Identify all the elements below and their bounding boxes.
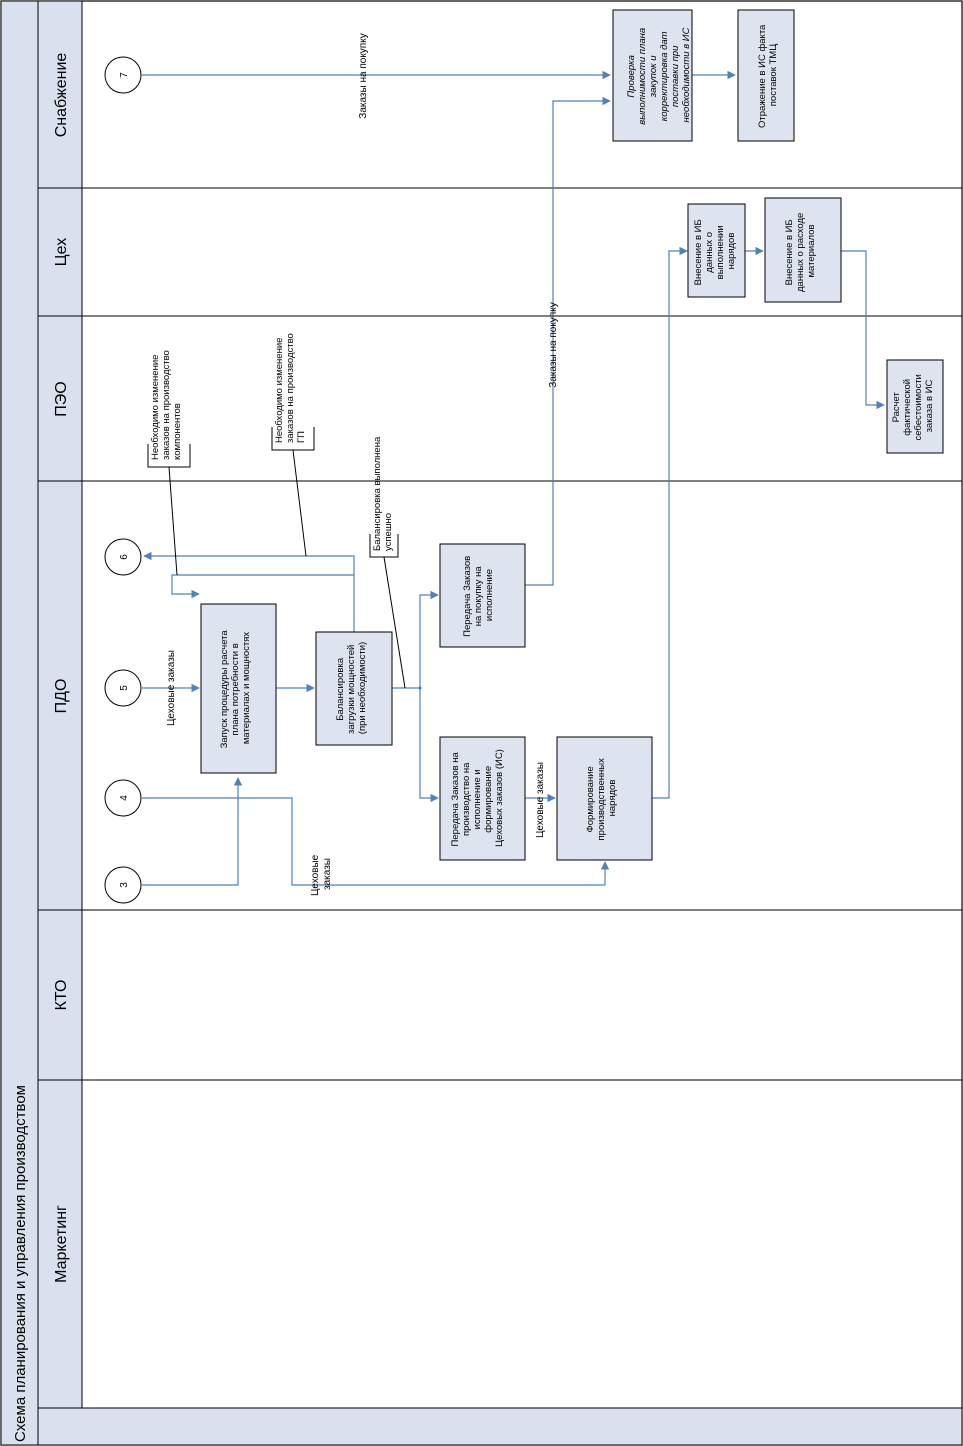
svg-text:Необходимо изменение заказ: Необходимо изменение заказов на производ… — [274, 331, 307, 443]
svg-text:Внесение в ИБ данных о р: Внесение в ИБ данных о расходе материало… — [784, 210, 817, 292]
connector-6-label: 6 — [119, 554, 130, 560]
connector-7-label: 7 — [119, 72, 130, 78]
process-production-transfer-line: формирование — [483, 766, 494, 833]
process-actual-cost-line: фактической — [902, 379, 913, 436]
process-check-plan-line: корректировка дат — [659, 31, 670, 121]
svg-text:Балансировка выполнена усп: Балансировка выполнена успешно — [372, 434, 394, 551]
process-material-use-line: данных о расходе — [795, 213, 806, 292]
lane-header-column — [37, 0, 83, 1409]
process-production-transfer-line: исполнение и — [472, 769, 483, 829]
edge-label-workshop-orders-mid: Цеховые заказы — [535, 762, 546, 838]
process-actual-cost-line: Расчет — [891, 392, 902, 423]
svg-text:Проверка выполнимости пл: Проверка выполнимости плана закупок и ко… — [626, 25, 692, 125]
process-work-orders-line: нарядов — [607, 780, 618, 817]
svg-text:Цеховые заказы: Цеховые заказы — [310, 852, 333, 896]
connector-3-label: 3 — [119, 882, 130, 888]
svg-text:Необходимо изменение заказ: Необходимо изменение заказов на производ… — [150, 348, 183, 460]
process-check-plan: Проверка выполнимости плана закупок и ко… — [612, 9, 693, 142]
svg-text:Передача Заказов на прои: Передача Заказов на производство на испо… — [450, 749, 505, 847]
lane-label-kto: КТО — [53, 980, 70, 1011]
process-supply-fact: Отражение в ИС факта поставок ТМЦ — [737, 9, 795, 142]
lane-label-marketing: Маркетинг — [53, 1205, 70, 1283]
svg-text:Формирование производств: Формирование производственных нарядов — [585, 756, 618, 841]
process-work-orders-line: Формирование — [585, 766, 596, 832]
annotation-gp-line: Необходимо изменение — [274, 338, 285, 443]
lane-label-supply: Снабжение — [53, 53, 70, 138]
annotation-components-line: компонентов — [172, 403, 183, 460]
process-calc-procedure-line: плана потребности в — [230, 643, 241, 735]
process-actual-cost: Расчет фактической себестоимости заказа … — [886, 359, 944, 454]
process-supply-fact-line: Отражение в ИС факта — [757, 24, 768, 128]
connector-3: 3 — [104, 866, 142, 904]
annotation-gp-line: ГП — [296, 431, 307, 443]
edge-label-workshop-orders-low: заказы — [322, 858, 333, 890]
edge-label-workshop-orders-5: Цеховые заказы — [166, 650, 177, 726]
process-orders-done-line: данных о — [704, 232, 715, 273]
svg-text:Внесение в ИБ данных о: Внесение в ИБ данных о выполнении нарядо… — [693, 217, 737, 286]
process-balancing-line: Балансировка — [335, 657, 346, 721]
edge-label-purchase-orders-top: Заказы на покупку — [358, 33, 369, 118]
annotation-balance-ok-line: Балансировка выполнена — [372, 436, 383, 551]
process-orders-done-line: Внесение в ИБ — [693, 219, 704, 285]
annotation-components-line: Необходимо изменение — [150, 355, 161, 460]
process-actual-cost-line: заказа в ИС — [924, 379, 935, 432]
process-balancing-line: загрузки мощностей — [346, 645, 357, 734]
process-material-use-line: материалов — [806, 225, 817, 278]
annotation-leaders — [147, 427, 406, 689]
process-check-plan-line: поставки при — [670, 45, 681, 107]
connector-4-label: 4 — [119, 795, 130, 801]
connector-5-label: 5 — [119, 685, 130, 691]
process-orders-done: Внесение в ИБ данных о выполнении нарядо… — [687, 203, 746, 298]
process-calc-procedure-line: материалах и мощностях — [241, 632, 252, 745]
connector-6: 6 — [104, 538, 142, 576]
process-actual-cost-line: себестоимости — [913, 374, 924, 440]
flow-lines — [142, 70, 885, 886]
process-production-transfer-line: Передача Заказов на — [450, 751, 461, 846]
process-balancing: Балансировка загрузки мощностей (при нео… — [315, 631, 393, 746]
svg-text:Передача Заказов на поку: Передача Заказов на покупку на исполнени… — [462, 553, 495, 637]
process-check-plan-line: закупок и — [648, 55, 659, 98]
process-supply-fact-line: поставок ТМЦ — [768, 44, 779, 106]
edge-label-purchase-orders-mid: Заказы на покупку — [548, 302, 559, 387]
process-balancing-line: (при необходимости) — [357, 642, 368, 734]
process-check-plan-line: Проверка — [626, 55, 637, 98]
process-purchase-transfer: Передача Заказов на покупку на исполнени… — [439, 543, 526, 648]
connector-7: 7 — [104, 56, 142, 94]
lane-label-workshop: Цех — [53, 238, 70, 266]
annotation-gp-line: заказов на производство — [285, 333, 296, 443]
process-production-transfer-line: Цеховых заказов (ИС) — [494, 749, 505, 847]
connector-4: 4 — [104, 779, 142, 817]
process-calc-procedure-line: Запуск процедуры расчета — [219, 630, 230, 749]
svg-text:Балансировка загрузки мо: Балансировка загрузки мощностей (при нео… — [335, 642, 368, 734]
process-purchase-transfer-line: Передача Заказов — [462, 556, 473, 637]
diagram-title: Схема планирования и управления производ… — [12, 1085, 29, 1442]
process-material-use-line: Внесение в ИБ — [784, 219, 795, 285]
process-purchase-transfer-line: на покупку на — [473, 566, 484, 627]
process-work-orders: Формирование производственных нарядов — [556, 736, 653, 861]
process-orders-done-line: нарядов — [726, 233, 737, 270]
process-purchase-transfer-line: исполнение — [484, 569, 495, 621]
pool-title-band — [0, 0, 39, 1446]
pool-bottom-band — [37, 1407, 963, 1446]
annotation-components-line: заказов на производство — [161, 350, 172, 460]
process-production-transfer-line: производство на — [461, 762, 472, 836]
svg-text:Отражение в ИС факта пос: Отражение в ИС факта поставок ТМЦ — [757, 22, 779, 128]
process-orders-done-line: выполнении — [715, 225, 726, 279]
process-calc-procedure: Запуск процедуры расчета плана потребнос… — [200, 603, 277, 774]
lane-label-peo: ПЭО — [53, 381, 70, 416]
process-production-transfer: Передача Заказов на производство на испо… — [439, 736, 526, 861]
process-check-plan-line: необходимости в ИС — [681, 27, 692, 122]
process-work-orders-line: производственных — [596, 758, 607, 841]
process-material-use: Внесение в ИБ данных о расходе материало… — [764, 197, 842, 303]
svg-text:Расчет фактической: Расчет фактической себестоимости заказа … — [891, 372, 935, 441]
connector-5: 5 — [104, 669, 142, 707]
edge-label-workshop-orders-low: Цеховые — [310, 854, 321, 896]
lane-label-pdo: ПДО — [53, 679, 70, 714]
annotation-balance-ok-line: успешно — [383, 513, 394, 551]
svg-text:Запуск процедуры расчета: Запуск процедуры расчета плана потребнос… — [219, 628, 252, 749]
lane-separators — [38, 187, 962, 1081]
process-check-plan-line: выполнимости плана — [637, 28, 648, 125]
